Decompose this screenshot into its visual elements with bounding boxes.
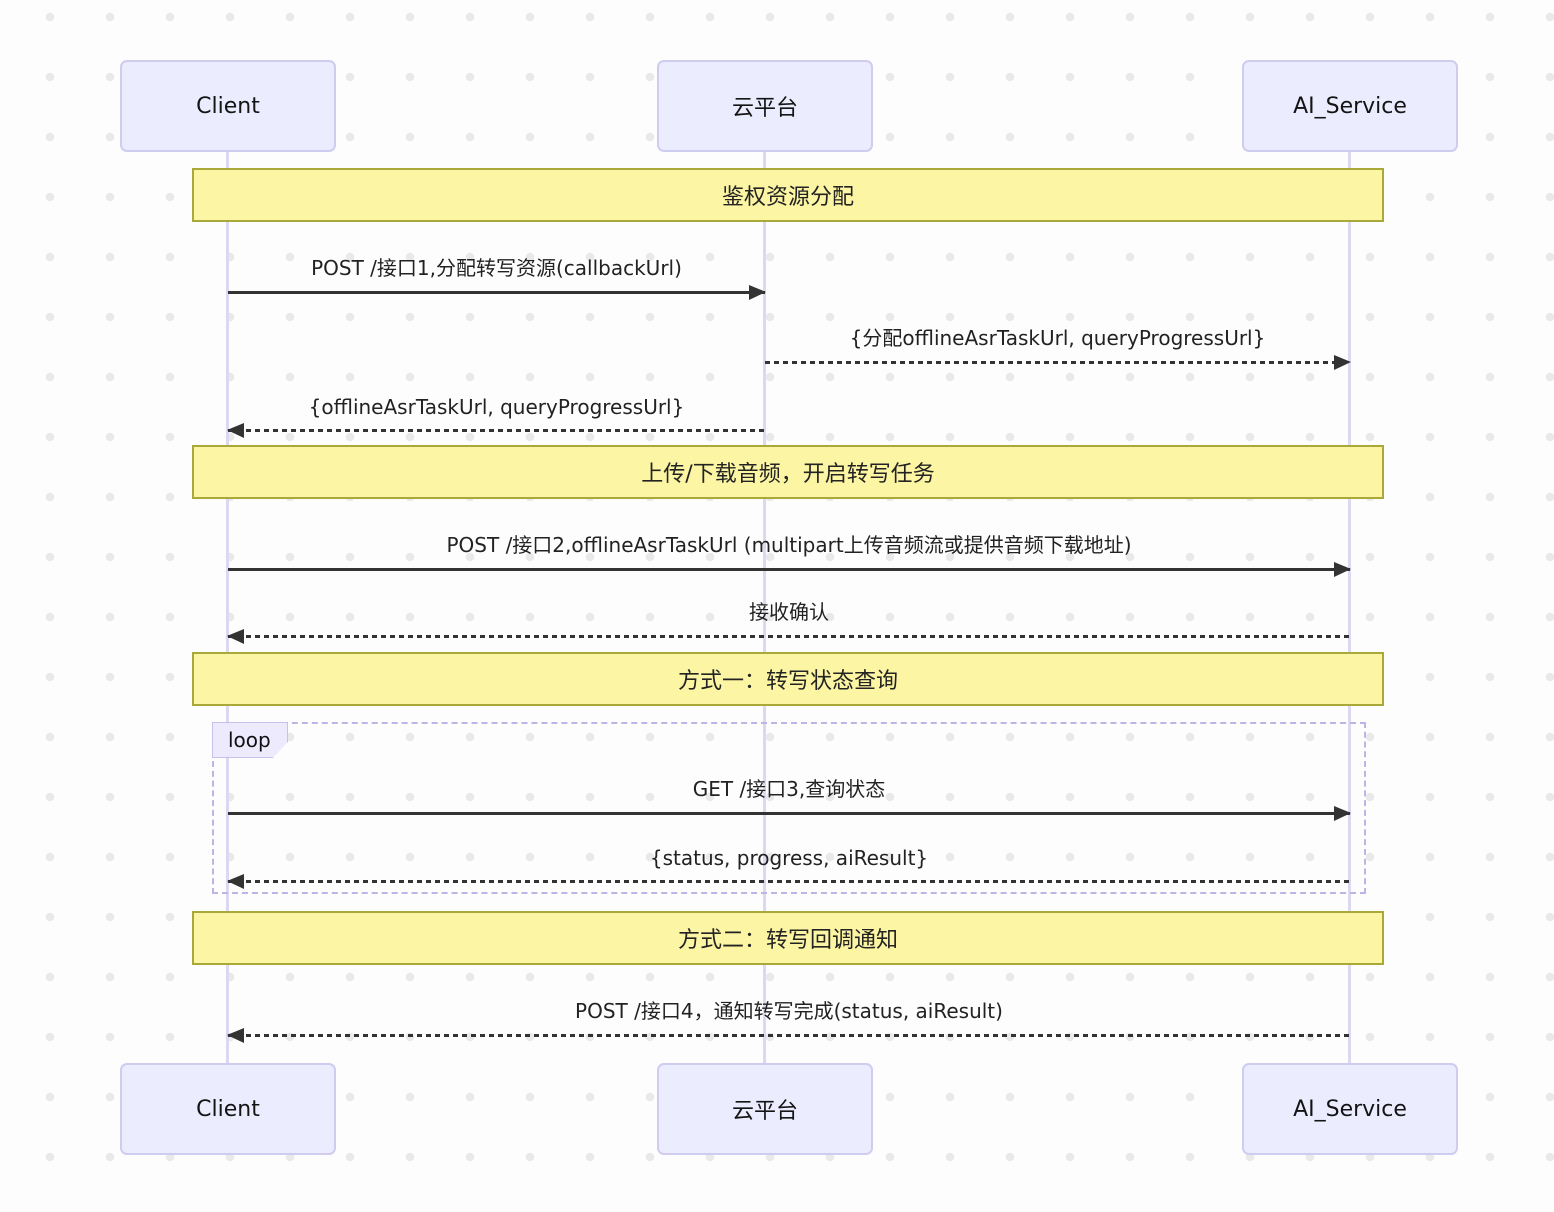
lifeline-client [226, 152, 229, 1063]
actor-cloud-top: 云平台 [657, 60, 873, 152]
message-receive-confirm: 接收确认 [227, 598, 1350, 644]
actor-ai-service-top: AI_Service [1242, 60, 1458, 152]
arrowhead-right-icon [1334, 355, 1351, 370]
message-allocate-urls: {分配offlineAsrTaskUrl, queryProgressUrl} [765, 324, 1351, 370]
note-upload-download: 上传/下载音频，开启转写任务 [192, 445, 1384, 499]
arrowhead-right-icon [749, 285, 766, 300]
arrowhead-left-icon [227, 1028, 244, 1043]
arrowhead-right-icon [1334, 806, 1351, 821]
arrow-line-dashed [228, 880, 1350, 883]
arrow-line-dashed [228, 429, 765, 432]
message-post-interface4: POST /接口4，通知转写完成(status, aiResult) [227, 997, 1350, 1043]
arrow-line-solid [228, 812, 1350, 815]
lifeline-cloud [763, 152, 766, 1063]
arrow-line-solid [228, 291, 765, 294]
message-label: {offlineAsrTaskUrl, queryProgressUrl} [308, 395, 685, 419]
arrowhead-right-icon [1334, 562, 1351, 577]
message-label: POST /接口2,offlineAsrTaskUrl (multipart上传… [446, 533, 1132, 557]
message-label: GET /接口3,查询状态 [692, 777, 886, 801]
arrowhead-left-icon [227, 423, 244, 438]
actor-cloud-bottom: 云平台 [657, 1063, 873, 1155]
note-auth-allocation: 鉴权资源分配 [192, 168, 1384, 222]
actor-ai-service-bottom: AI_Service [1242, 1063, 1458, 1155]
arrow-line-dashed [228, 635, 1350, 638]
message-label: POST /接口1,分配转写资源(callbackUrl) [311, 256, 682, 280]
message-status-result: {status, progress, aiResult} [227, 843, 1350, 889]
message-return-urls: {offlineAsrTaskUrl, queryProgressUrl} [227, 392, 765, 438]
loop-label: loop [212, 722, 288, 758]
loop-frame: loop [212, 722, 1366, 894]
message-get-interface3: GET /接口3,查询状态 [228, 775, 1351, 821]
arrowhead-left-icon [227, 874, 244, 889]
note-method2-callback: 方式二：转写回调通知 [192, 911, 1384, 965]
message-label: {status, progress, aiResult} [649, 846, 929, 870]
lifeline-ai [1348, 152, 1351, 1063]
arrow-line-dashed [228, 1034, 1350, 1037]
actor-client-bottom: Client [120, 1063, 336, 1155]
actor-client-top: Client [120, 60, 336, 152]
message-post-interface2: POST /接口2,offlineAsrTaskUrl (multipart上传… [228, 531, 1351, 577]
arrowhead-left-icon [227, 629, 244, 644]
message-label: POST /接口4，通知转写完成(status, aiResult) [575, 999, 1003, 1023]
arrow-line-dashed [765, 361, 1350, 364]
message-label: 接收确认 [749, 600, 829, 624]
message-label: {分配offlineAsrTaskUrl, queryProgressUrl} [849, 326, 1266, 350]
note-method1-query: 方式一：转写状态查询 [192, 652, 1384, 706]
arrow-line-solid [228, 568, 1350, 571]
message-post-interface1: POST /接口1,分配转写资源(callbackUrl) [228, 254, 766, 300]
